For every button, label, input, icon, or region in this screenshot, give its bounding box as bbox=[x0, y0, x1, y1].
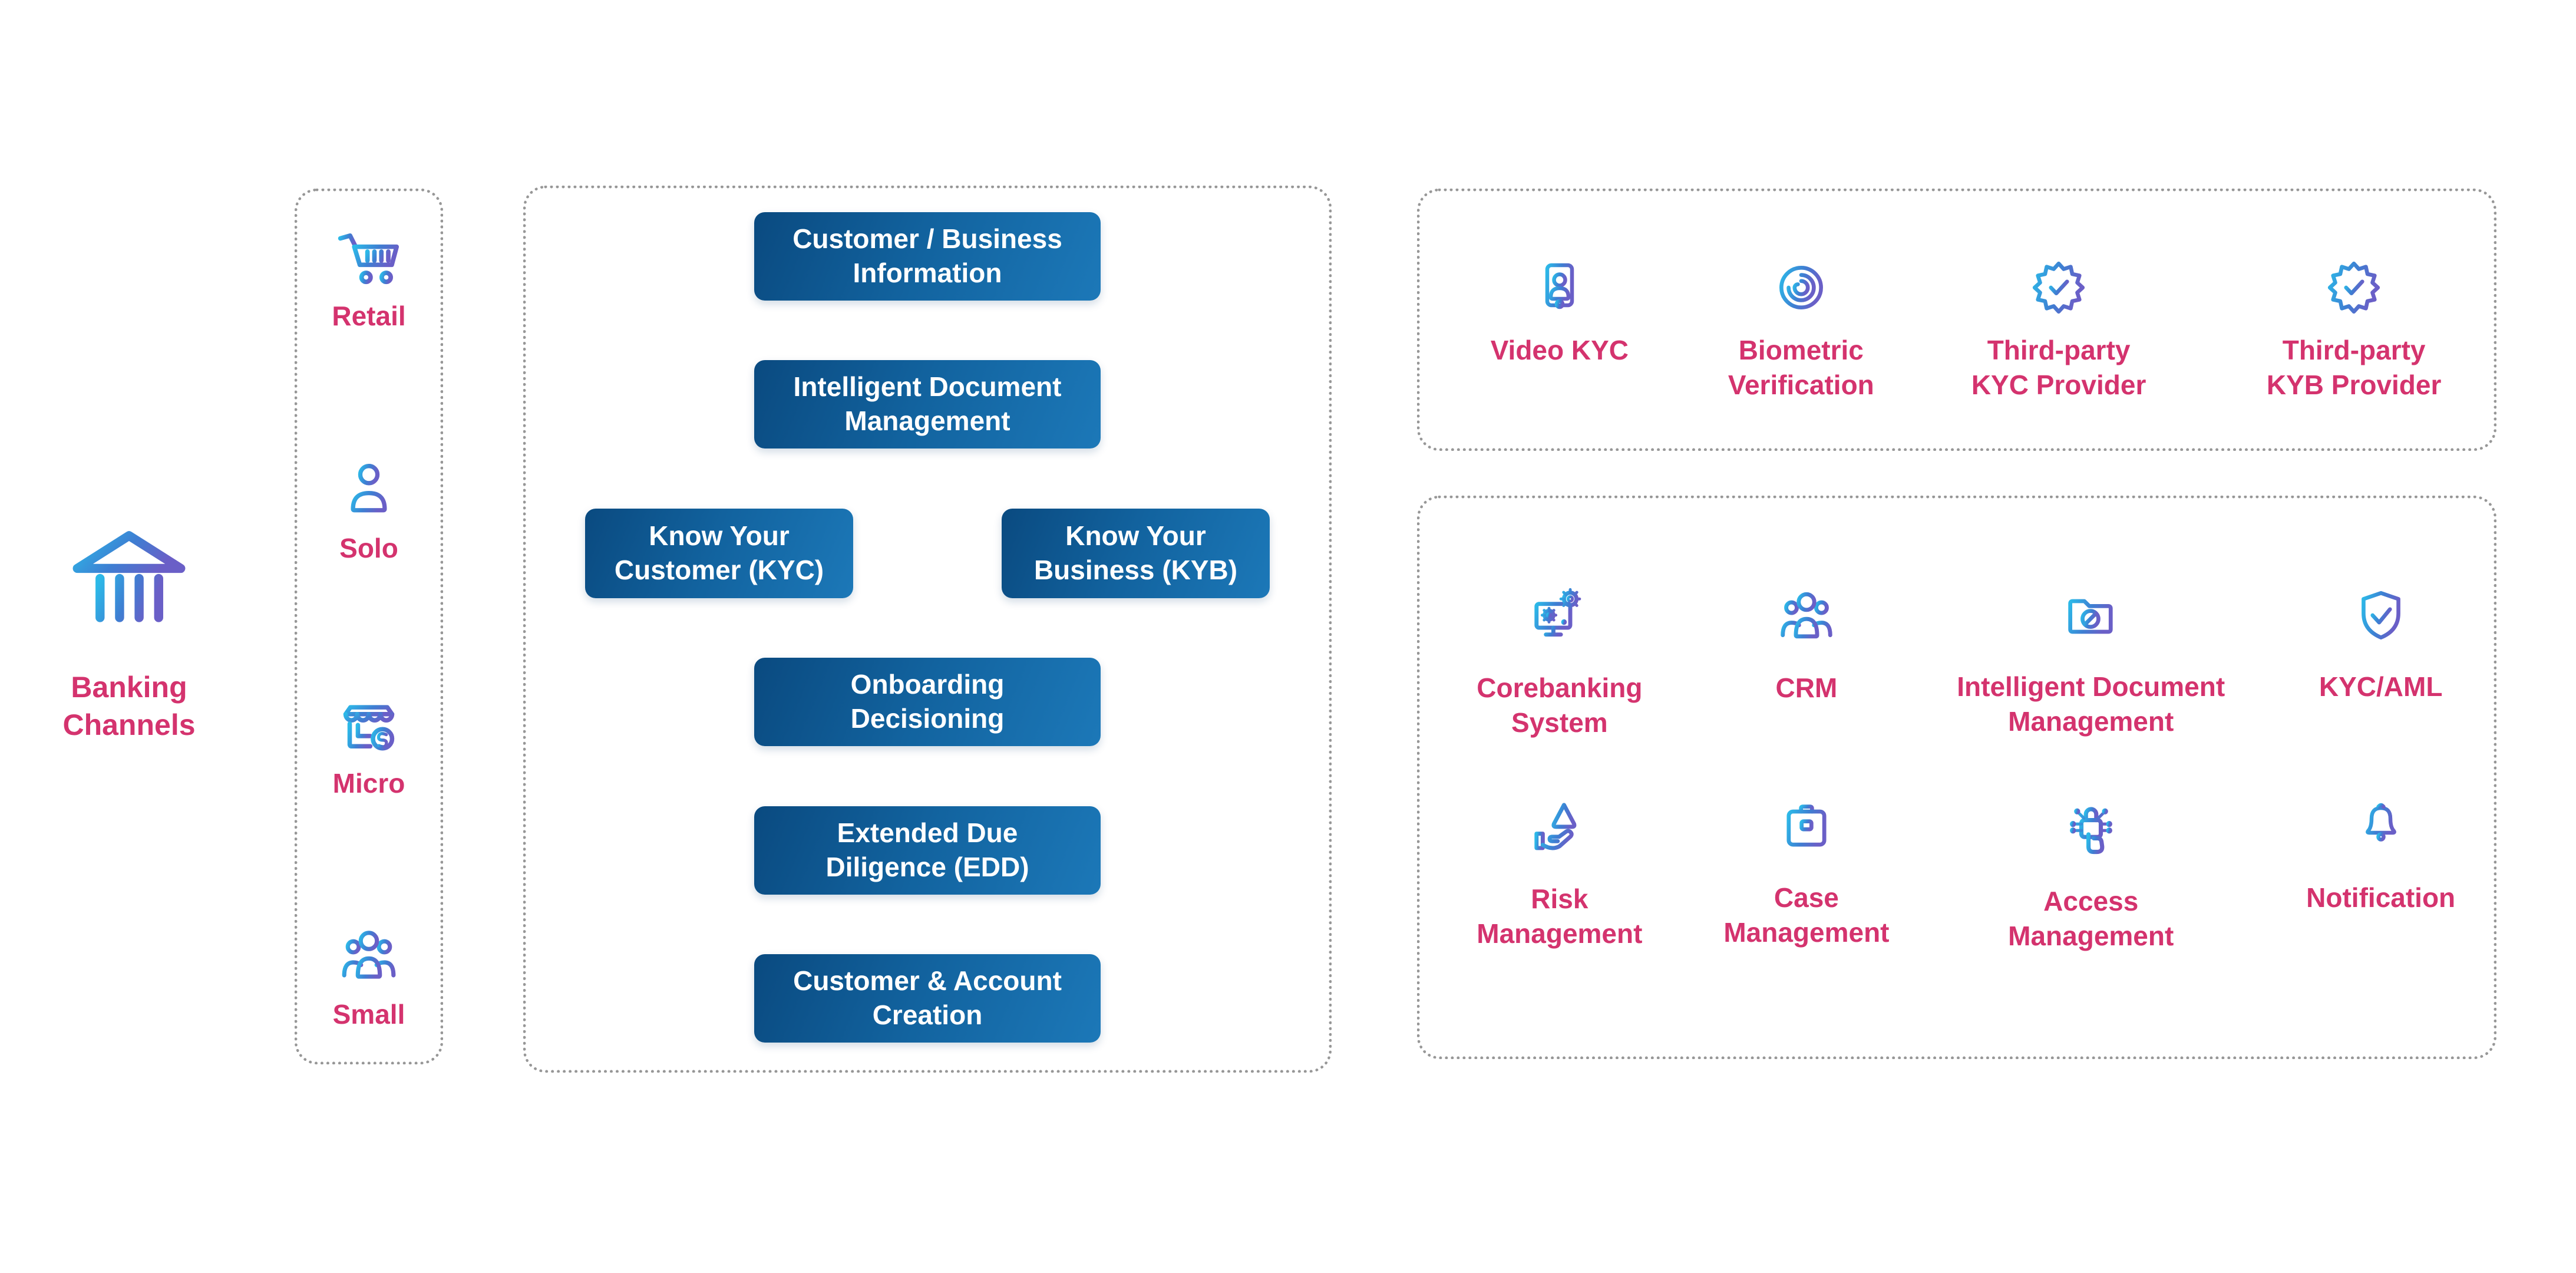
onboarding-flow-panel: Customer / Business Information Intellig… bbox=[523, 186, 1332, 1073]
channel-item-micro: Micro bbox=[333, 690, 405, 801]
system-label: Access Management bbox=[2008, 885, 2174, 951]
storefront-dollar-icon bbox=[333, 690, 404, 758]
hand-warning-icon bbox=[1528, 797, 1591, 859]
flow-step-extended-due-diligence: Extended Due Diligence (EDD) bbox=[754, 806, 1101, 895]
banking-channels-label: Banking Channels bbox=[62, 671, 196, 741]
channel-label: Retail bbox=[332, 301, 406, 331]
system-item-risk-management: Risk Management bbox=[1420, 797, 1699, 954]
service-label: Biometric Verification bbox=[1728, 335, 1874, 400]
bell-icon bbox=[2352, 797, 2410, 858]
system-label: KYC/AML bbox=[2319, 671, 2443, 702]
system-label: Risk Management bbox=[1477, 883, 1643, 949]
system-label: Corebanking System bbox=[1477, 672, 1643, 738]
flow-step-intelligent-document-management: Intelligent Document Management bbox=[754, 360, 1101, 449]
monitor-gears-icon bbox=[1527, 586, 1593, 648]
channels-panel: Retail Solo bbox=[295, 189, 443, 1064]
system-label: Intelligent Document Management bbox=[1957, 671, 2225, 737]
channel-item-small: Small bbox=[333, 924, 405, 1032]
system-item-intelligent-document-management: Intelligent Document Management bbox=[1914, 586, 2268, 740]
service-item-video-kyc: Video KYC bbox=[1420, 258, 1699, 448]
flow-step-onboarding-decisioning: Onboarding Decisioning bbox=[754, 658, 1101, 747]
kyc-kyb-row: Know Your Customer (KYC) Know Your Busin… bbox=[526, 508, 1329, 598]
flow-step-customer-account-creation: Customer & Account Creation bbox=[754, 954, 1101, 1043]
banking-channels-figure: Banking Channels bbox=[55, 514, 203, 744]
system-item-case-management: Case Management bbox=[1699, 797, 1914, 954]
service-label: Third-party KYC Provider bbox=[1971, 335, 2146, 400]
channel-label: Micro bbox=[332, 767, 405, 799]
service-label: Video KYC bbox=[1490, 335, 1629, 365]
channel-item-solo: Solo bbox=[335, 457, 402, 566]
verification-services-panel: Video KYC Biometric Verification Third-p… bbox=[1417, 189, 2496, 451]
fingerprint-icon bbox=[1771, 258, 1831, 318]
certified-badge-icon bbox=[2029, 258, 2089, 318]
service-item-third-party-kyb: Third-party KYB Provider bbox=[2214, 258, 2494, 448]
system-label: CRM bbox=[1775, 672, 1838, 703]
circuit-lock-touch-icon bbox=[2058, 797, 2124, 862]
flow-step-know-your-customer: Know Your Customer (KYC) bbox=[585, 508, 853, 598]
system-item-corebanking: Corebanking System bbox=[1420, 586, 1699, 740]
shopping-cart-icon bbox=[332, 221, 405, 291]
people-group-icon bbox=[335, 924, 403, 989]
backoffice-systems-panel: Corebanking System CRM bbox=[1417, 496, 2496, 1059]
people-group-icon bbox=[1774, 586, 1839, 648]
bank-icon bbox=[66, 514, 192, 651]
system-label: Case Management bbox=[1723, 882, 1890, 948]
service-label: Third-party KYB Provider bbox=[2266, 335, 2442, 400]
id-card-person-icon bbox=[1530, 258, 1589, 318]
channel-item-retail: Retail bbox=[332, 221, 406, 334]
flow-step-know-your-business: Know Your Business (KYB) bbox=[1002, 508, 1270, 598]
folder-slash-icon bbox=[2060, 586, 2122, 647]
system-item-kyc-aml: KYC/AML bbox=[2268, 586, 2494, 740]
systems-row-2: Risk Management Case Management bbox=[1420, 740, 2494, 954]
person-icon bbox=[335, 457, 402, 523]
shield-check-icon bbox=[2351, 586, 2411, 647]
system-item-crm: CRM bbox=[1699, 586, 1914, 740]
flow-step-customer-business-information: Customer / Business Information bbox=[754, 212, 1101, 301]
certified-badge-icon bbox=[2324, 258, 2384, 318]
system-item-access-management: Access Management bbox=[1914, 797, 2268, 954]
service-item-biometric-verification: Biometric Verification bbox=[1699, 258, 1903, 448]
system-item-notification: Notification bbox=[2268, 797, 2494, 954]
channel-label: Solo bbox=[339, 533, 398, 564]
systems-row-1: Corebanking System CRM bbox=[1420, 499, 2494, 740]
channel-label: Small bbox=[332, 999, 405, 1030]
system-label: Notification bbox=[2306, 882, 2456, 913]
service-item-third-party-kyc: Third-party KYC Provider bbox=[1903, 258, 2214, 448]
briefcase-icon bbox=[1776, 797, 1837, 858]
